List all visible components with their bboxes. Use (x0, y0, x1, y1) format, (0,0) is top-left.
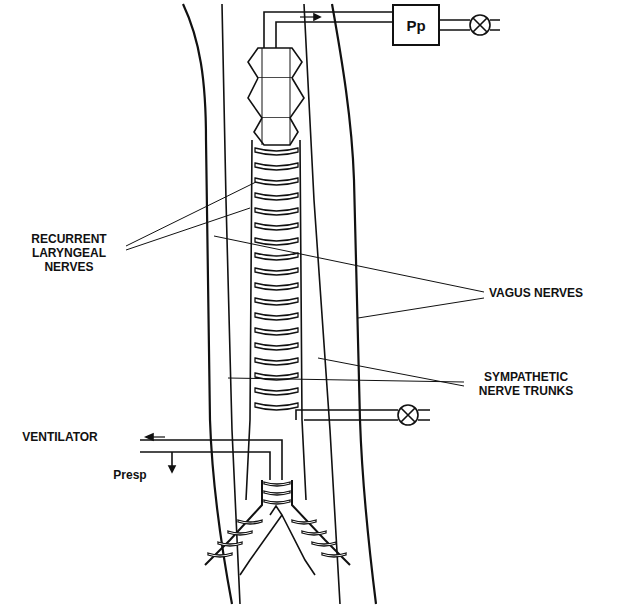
cartilage-ring (255, 193, 298, 200)
cartilage-ring (255, 298, 298, 305)
cartilage-ring (255, 313, 298, 320)
cartilage-ring (255, 403, 298, 410)
pressure-label: Presp (100, 468, 160, 482)
cartilage-ring (292, 520, 316, 524)
cartilage-ring (255, 238, 298, 245)
nerve-label: SYMPATHETIC NERVE TRUNKS (466, 370, 586, 398)
cartilage-ring (255, 283, 298, 290)
leader-line (228, 378, 464, 382)
cartilage-ring (264, 491, 290, 495)
cartilage-ring (208, 553, 232, 557)
tube-label: VENTILATOR (10, 430, 110, 444)
cartilage-ring (255, 223, 298, 230)
leader-line (214, 236, 484, 292)
cartilage-ring (218, 542, 242, 546)
leader-line (318, 358, 464, 386)
cartilage-ring (264, 500, 290, 504)
leader-line (358, 298, 484, 318)
cartilage-ring (255, 388, 298, 395)
cartilage-ring (255, 178, 298, 185)
nerve-label: RECURRENT LARYNGEAL NERVES (14, 232, 124, 274)
cartilage-ring (255, 253, 298, 260)
cartilage-ring (255, 328, 298, 335)
nerve-label: VAGUS NERVES (486, 286, 586, 300)
cartilage-ring (255, 268, 298, 275)
cartilage-ring (302, 531, 326, 535)
cartilage-ring (312, 542, 336, 546)
cartilage-ring (228, 531, 252, 535)
cartilage-ring (264, 482, 290, 486)
leader-line (126, 208, 250, 250)
leader-line (126, 182, 256, 246)
cartilage-ring (322, 553, 346, 557)
cartilage-ring (255, 163, 298, 170)
cartilage-ring (238, 520, 262, 524)
pressure-transducer-box: Pp (392, 4, 440, 46)
cartilage-ring (255, 358, 298, 365)
node-label: Pp (406, 17, 425, 34)
cartilage-ring (255, 343, 298, 350)
cartilage-ring (255, 148, 298, 155)
cartilage-ring (255, 208, 298, 215)
